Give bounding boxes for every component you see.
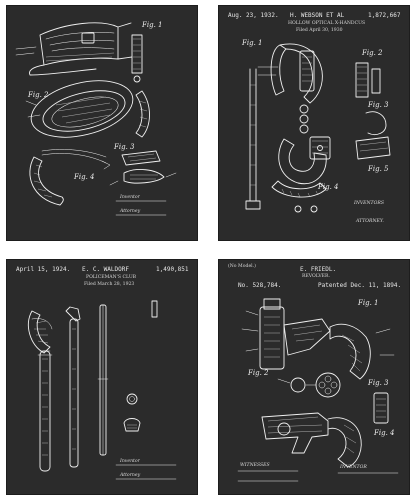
patent-title: POLICEMAN'S CLUB: [86, 275, 137, 280]
poster-handcuffs: Aug. 23, 1932. H. WEBSON ET AL 1,872,667…: [218, 5, 410, 241]
patent-inventor: E. FRIEDL.: [300, 266, 337, 273]
patent-date: Patented Dec. 11, 1894.: [318, 282, 402, 289]
handcuff-detail-illustration: [271, 62, 391, 213]
poster-revolver: (No Model.) E. FRIEDL. REVOLVER. No. 528…: [218, 259, 410, 495]
patent-number: 1,490,851: [156, 266, 189, 273]
figure-label: Fig. 2: [248, 369, 269, 377]
figure-label: Fig. 2: [28, 91, 49, 99]
handcuff-key-illustration: [245, 68, 261, 210]
patent-number: No. 528,784.: [238, 282, 282, 289]
police-cap-drawing: [15, 22, 177, 216]
figure-label: Fig. 3: [368, 379, 389, 387]
cap-profile-illustration: [15, 22, 143, 83]
patent-subtitle: REVOLVER.: [302, 274, 330, 279]
club-cap-illustration: [123, 300, 158, 432]
club-section-illustration: [97, 304, 109, 456]
club-main-illustration: [28, 310, 53, 472]
witnesses-signature: WITNESSES: [240, 463, 270, 468]
figure-label: Fig. 1: [358, 299, 379, 307]
inventor-signature: Inventor: [120, 195, 140, 200]
revolver-detail-illustration: [237, 392, 399, 482]
club-variant-illustration: [65, 306, 81, 468]
figure-label: Fig. 4: [374, 429, 395, 437]
handcuffs-drawing: [245, 43, 391, 213]
handcuff-bottom-illustration: [278, 136, 331, 185]
figure-label: Fig. 4: [318, 183, 339, 191]
patent-date: Aug. 23, 1932.: [228, 12, 279, 19]
figure-label: Fig. 3: [368, 101, 389, 109]
attorney-signature: ATTORNEY.: [356, 219, 384, 224]
inventors-signature: INVENTORS: [354, 201, 384, 206]
patent-title: HOLLOW OPTICAL X-HANDCUS: [288, 21, 366, 26]
model-note: (No Model.): [228, 264, 256, 269]
figure-label: Fig. 5: [368, 165, 389, 173]
cap-visor-illustration: [29, 149, 111, 206]
poster-police-cap: Fig. 1 Fig. 2 Fig. 3 Fig. 4 Inventor Att…: [6, 5, 198, 241]
attorney-signature: Attorney: [120, 209, 141, 214]
figure-label: Fig. 1: [242, 39, 263, 47]
figure-label: Fig. 1: [142, 21, 163, 29]
poster-policeman-club: April 15, 1924. E. C. WALDORF 1,490,851 …: [6, 259, 198, 495]
inventor-signature: Inventor: [120, 459, 140, 464]
figure-label: Fig. 3: [114, 143, 135, 151]
figure-label: Fig. 2: [362, 49, 383, 57]
cap-band-illustration: [25, 80, 150, 138]
handcuff-top-illustration: [257, 43, 323, 134]
revolver-side-illustration: [261, 412, 362, 468]
patent-inventor: H. WEBSON ET AL: [290, 12, 345, 19]
patent-date: April 15, 1924.: [16, 266, 71, 273]
patent-number: 1,872,667: [368, 12, 401, 19]
inventor-signature: INVENTOR: [340, 465, 367, 470]
patent-filed: Filed March 28, 1923: [84, 282, 135, 287]
patent-filed: Filed April 30, 1930: [296, 28, 343, 33]
revolver-drawing: [237, 298, 399, 482]
revolver-cylinder-illustration: [277, 372, 341, 398]
attorney-signature: Attorney: [120, 473, 141, 478]
revolver-barrel-illustration: [241, 298, 285, 370]
club-drawing: [28, 300, 177, 480]
cap-detail-illustration: [109, 150, 177, 186]
revolver-frame-illustration: [283, 318, 395, 380]
patent-inventor: E. C. WALDORF: [82, 266, 129, 273]
figure-label: Fig. 4: [74, 173, 95, 181]
